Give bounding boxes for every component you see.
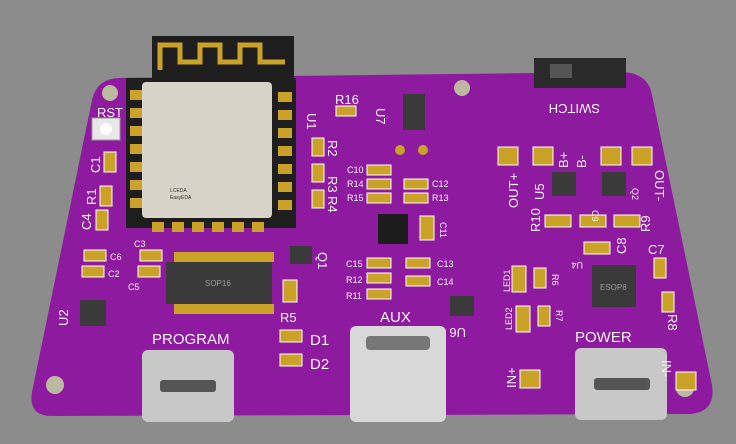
label-aux: AUX: [380, 309, 411, 326]
label-c8: C8: [614, 237, 629, 254]
label-r7: R7: [554, 310, 564, 322]
qfn-chip: [378, 214, 408, 244]
label-in-minus: IN-: [659, 360, 674, 377]
passive-components: [81, 105, 675, 367]
label-c2: C2: [108, 269, 120, 279]
label-u1: U1: [304, 113, 319, 130]
label-r16: R16: [335, 92, 359, 107]
label-r13: R13: [432, 193, 449, 203]
mount-hole: [46, 376, 64, 394]
label-r8: R8: [665, 314, 680, 331]
module-logo-line1: LCEDA: [170, 188, 187, 194]
pad-out-minus: [631, 146, 653, 166]
label-c10: C10: [347, 165, 364, 175]
label-u4: U4: [571, 260, 583, 270]
u2-chip: [80, 300, 106, 326]
label-c12: C12: [432, 179, 449, 189]
module-logo-line2: EasyEDA: [170, 195, 192, 201]
label-r11: R11: [346, 291, 362, 301]
label-u2: U2: [56, 309, 71, 326]
label-program: PROGRAM: [152, 331, 230, 348]
label-rst: RST: [97, 105, 123, 120]
label-c6: C6: [110, 252, 122, 262]
pad-b-plus: [532, 146, 554, 166]
label-r2: R2: [325, 140, 340, 157]
label-out-plus: OUT+: [506, 173, 521, 208]
label-r3: R3: [325, 176, 340, 193]
svg-text:ESOP8: ESOP8: [600, 283, 627, 292]
label-switch: SWITCH: [549, 101, 600, 116]
label-led2: LED2: [504, 307, 514, 330]
label-u5: U5: [532, 183, 547, 200]
label-r15: R15: [347, 193, 364, 203]
label-r10: R10: [528, 208, 543, 232]
wifi-module: LCEDA EasyEDA: [126, 36, 296, 232]
label-d2: D2: [310, 356, 329, 373]
pad-in-minus: [675, 371, 697, 391]
label-r9: R9: [638, 215, 653, 232]
label-c4: C4: [79, 213, 94, 230]
label-r4: R4: [325, 196, 340, 213]
esop8-chip: ESOP8: [592, 265, 636, 307]
q1-chip: [290, 246, 312, 264]
label-out-minus: OUT-: [652, 170, 667, 201]
label-in-plus: IN+: [504, 367, 519, 388]
mount-hole: [102, 85, 118, 101]
svg-text:SOP16: SOP16: [205, 279, 231, 288]
usb-aux-connector[interactable]: [350, 326, 446, 422]
label-r5: R5: [280, 310, 297, 325]
label-c11: C11: [438, 222, 448, 238]
label-b-minus: B-: [574, 155, 589, 168]
label-b-plus: B+: [556, 152, 571, 168]
label-r6: R6: [550, 274, 560, 286]
label-c7: C7: [648, 242, 665, 257]
sop16-chip: SOP16: [166, 252, 274, 314]
label-r12: R12: [346, 275, 363, 285]
q2-chip: [602, 172, 626, 196]
label-c14: C14: [437, 277, 454, 287]
label-q2: Q2: [630, 188, 640, 200]
u7-chip: [403, 94, 425, 130]
label-d1: D1: [310, 332, 329, 349]
label-q1: Q1: [315, 252, 330, 269]
pad-out-plus: [497, 146, 519, 166]
label-r14: R14: [347, 179, 364, 189]
label-c13: C13: [437, 259, 454, 269]
slide-switch[interactable]: [534, 58, 626, 88]
usb-program-connector[interactable]: [142, 350, 234, 422]
label-u7: U7: [373, 108, 388, 125]
usb-power-connector[interactable]: [575, 348, 667, 420]
label-power: POWER: [575, 329, 632, 346]
u5-chip: [552, 172, 576, 196]
label-u6: U6: [449, 325, 466, 340]
mount-hole: [454, 80, 470, 96]
label-c5: C5: [128, 282, 140, 292]
label-r1: R1: [84, 188, 99, 205]
reset-button-cap[interactable]: [100, 123, 112, 135]
pad-b-minus: [600, 146, 622, 166]
label-c3: C3: [134, 239, 146, 249]
label-c1: C1: [88, 156, 103, 173]
label-led1: LED1: [502, 269, 512, 292]
label-c9: C9: [590, 210, 600, 222]
c11-part: [419, 215, 435, 241]
pad-in-plus: [519, 369, 541, 389]
u6-chip: [450, 296, 474, 316]
label-c15: C15: [346, 259, 363, 269]
